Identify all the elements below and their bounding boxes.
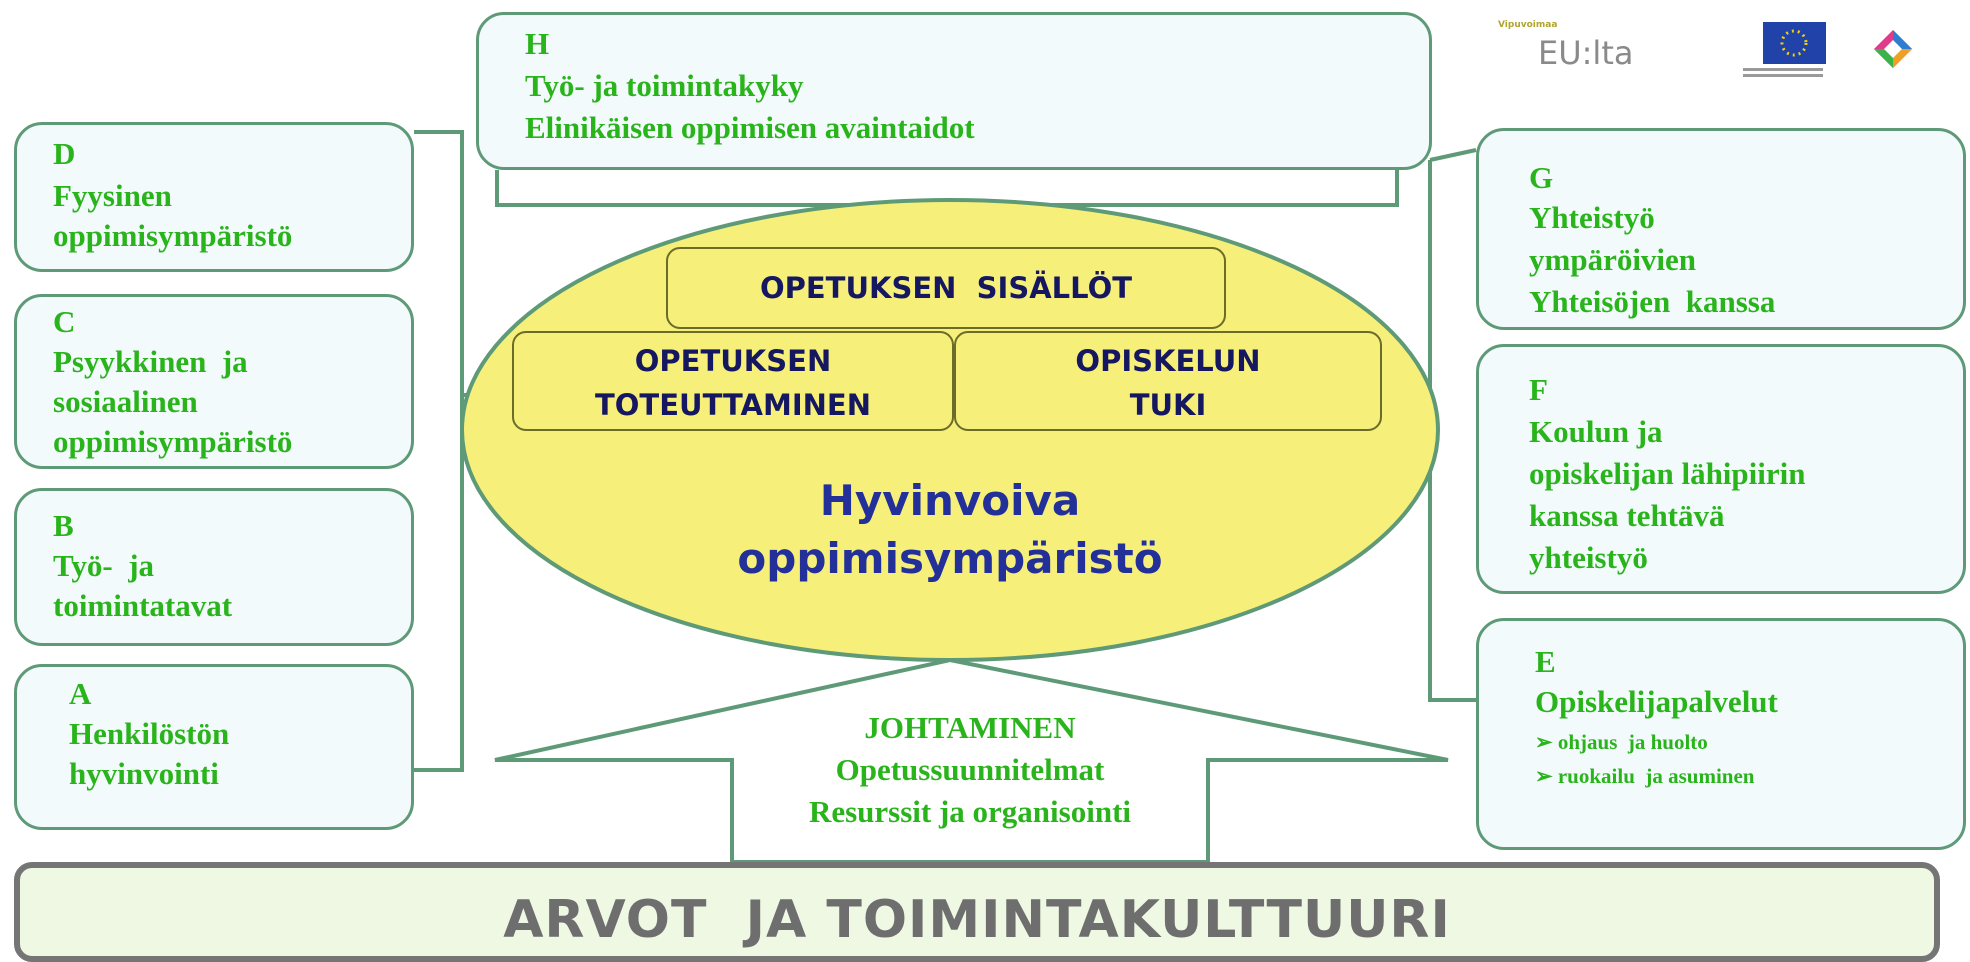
box-g-letter: G — [1529, 160, 1554, 195]
box-c-line1: Psyykkinen ja — [53, 344, 248, 379]
management-line1: JOHTAMINEN — [864, 710, 1076, 745]
box-c-line2: sosiaalinen — [53, 384, 198, 419]
values-culture-label: ARVOT JA TOIMINTAKULTTUURI — [503, 890, 1451, 950]
box-b-line1: Työ- ja — [53, 548, 155, 583]
left-bracket — [414, 130, 464, 772]
diamond-logo-icon — [1870, 26, 1916, 72]
box-f-family-cooperation: F Koulun ja opiskelijan lähipiirin kanss… — [1476, 344, 1966, 594]
management-line2: Opetussuunnitelmat — [835, 752, 1105, 787]
values-culture-base: ARVOT JA TOIMINTAKULTTUURI — [14, 862, 1940, 962]
box-f-letter: F — [1529, 372, 1548, 407]
study-support-box: OPISKELUN TUKI — [954, 331, 1382, 431]
eu-logo-small-text: Vipuvoimaa — [1498, 20, 1558, 30]
box-h-line1: Työ- ja toimintakyky — [525, 68, 804, 103]
box-f-line3: kanssa tehtävä — [1529, 498, 1725, 533]
eu-logo-main-text: EU:lta — [1538, 34, 1634, 72]
box-f-line2: opiskelijan lähipiirin — [1529, 456, 1806, 491]
management-pedestal — [494, 657, 1449, 864]
box-c-psychosocial-environment: C Psyykkinen ja sosiaalinen oppimisympär… — [14, 294, 414, 469]
eu-flag-icon — [1763, 22, 1826, 64]
box-g-line1: Yhteistyö — [1529, 200, 1655, 235]
box-c-letter: C — [53, 304, 76, 339]
box-b-letter: B — [53, 508, 74, 543]
box-a-staff-wellbeing: A Henkilöstön hyvinvointi — [14, 664, 414, 830]
box-g-line3: Yhteisöjen kanssa — [1529, 284, 1776, 319]
management-line3: Resurssit ja organisointi — [808, 794, 1132, 829]
right-connector-top — [1429, 148, 1477, 162]
box-a-line2: hyvinvointi — [69, 756, 219, 791]
box-h-letter: H — [525, 26, 550, 61]
teaching-implementation-box: OPETUKSEN TOTEUTTAMINEN — [512, 331, 954, 431]
box-c-line3: oppimisympäristö — [53, 424, 293, 459]
box-h-line2: Elinikäisen oppimisen avaintaidot — [525, 110, 975, 145]
box-g-community-cooperation: G Yhteistyö ympäröivien Yhteisöjen kanss… — [1476, 128, 1966, 330]
box-e-student-services: E Opiskelijapalvelut ➢ ohjaus ja huolto … — [1476, 618, 1966, 850]
box-a-letter: A — [69, 676, 92, 711]
box-e-line3: ➢ ruokailu ja asuminen — [1535, 764, 1755, 788]
box-a-line1: Henkilöstön — [69, 716, 230, 751]
box-e-letter: E — [1535, 644, 1556, 679]
box-b-work-practices: B Työ- ja toimintatavat — [14, 488, 414, 646]
box-d-line1: Fyysinen — [53, 178, 172, 213]
box-d-letter: D — [53, 136, 76, 171]
eu-flag-logo — [1688, 22, 1826, 80]
box-h-work-ability: H Työ- ja toimintakyky Elinikäisen oppim… — [476, 12, 1432, 170]
box-d-line2: oppimisympäristö — [53, 218, 293, 253]
box-f-line4: yhteistyö — [1529, 540, 1648, 575]
right-bracket — [1428, 160, 1476, 702]
box-b-line2: toimintatavat — [53, 588, 233, 623]
box-e-line2: ➢ ohjaus ja huolto — [1535, 730, 1708, 754]
center-title: Hyvinvoiva oppimisympäristö — [737, 476, 1163, 583]
box-d-physical-environment: D Fyysinen oppimisympäristö — [14, 122, 414, 272]
eu-funding-logo: Vipuvoimaa EU:lta — [1498, 20, 1633, 80]
box-e-line1: Opiskelijapalvelut — [1535, 684, 1778, 719]
box-g-line2: ympäröivien — [1529, 242, 1697, 277]
box-f-line1: Koulun ja — [1529, 414, 1663, 449]
teaching-content-box: OPETUKSEN SISÄLLÖT — [666, 247, 1226, 329]
